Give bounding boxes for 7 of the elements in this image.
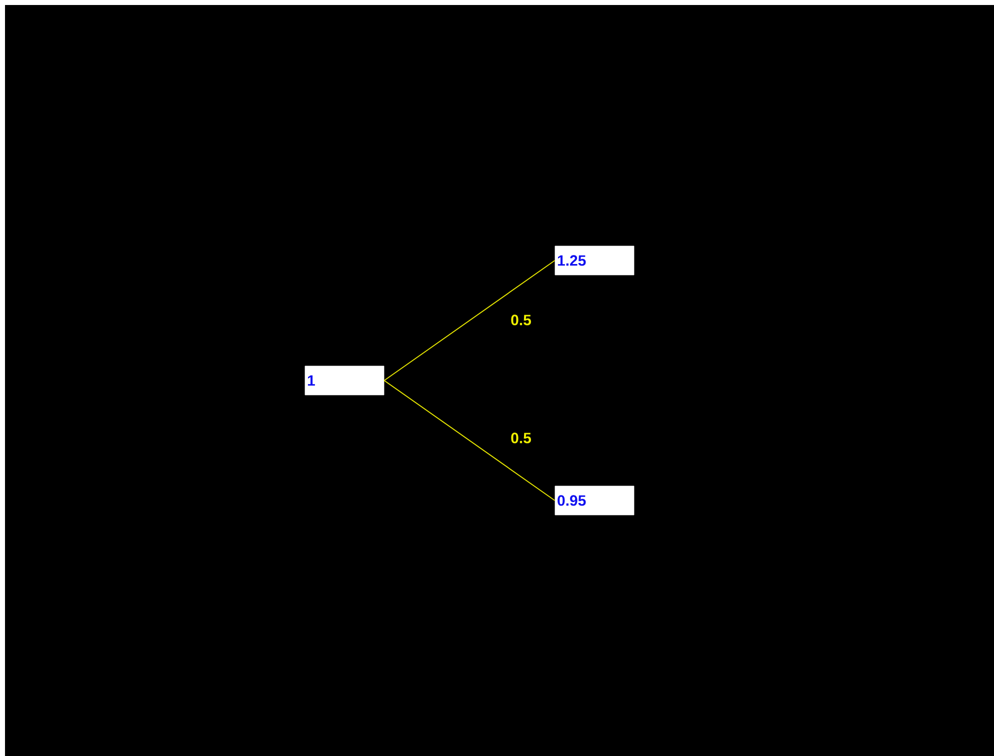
probability-label: 0.5: [511, 314, 531, 326]
value-box: 0.95: [554, 486, 634, 516]
value-box: 1.25: [554, 246, 634, 276]
branch-line: [384, 260, 556, 381]
probability-label: 0.5: [511, 432, 531, 444]
value-box: 1: [304, 366, 384, 396]
branch-line: [384, 380, 556, 501]
